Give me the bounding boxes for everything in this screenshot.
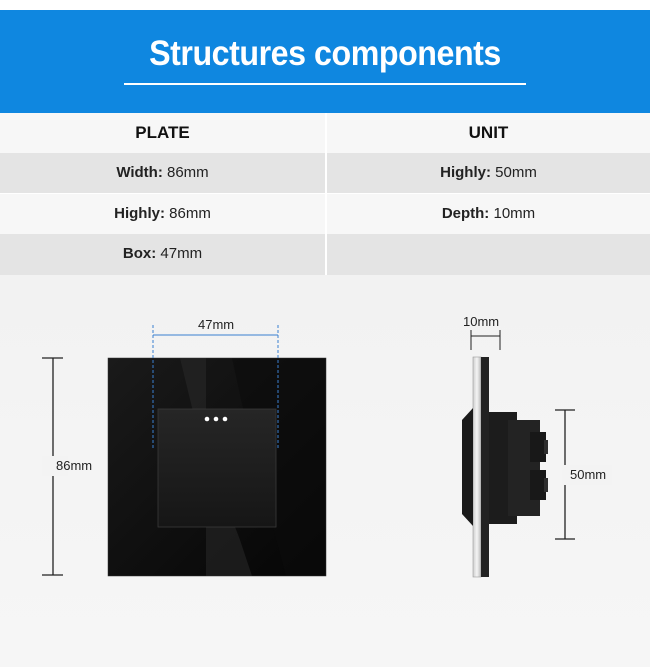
plate-width-cell: Width: 86mm [116,164,209,181]
unit-depth-label: 10mm [463,314,500,329]
plate-height-dimension [42,357,68,576]
plate-height-cell: Highly: 86mm [114,205,211,222]
unit-depth-cell: Depth: 10mm [441,205,536,222]
switch-key [157,408,277,528]
banner-title: Structures components [149,34,501,73]
indicator-dot-icon [204,416,210,422]
box-width-dimension [152,325,279,448]
box-width-label: 47mm [198,317,235,332]
unit-height-label: 50mm [570,467,607,482]
switch-side-view [462,330,548,578]
plate-box-cell: Box: 47mm [122,245,203,262]
header-banner: Structures components [0,10,650,113]
unit-height-cell: Highly: 50mm [440,164,537,181]
indicator-dot-icon [222,416,228,422]
plate-height-label: 86mm [56,458,93,473]
unit-height-dimension [555,409,612,540]
indicator-dot-icon [213,416,219,422]
column-header-unit: UNIT [468,123,509,142]
column-header-plate: PLATE [135,123,190,142]
column-divider [325,113,327,275]
spec-table: PLATE UNIT Width: 86mm Highly: 50mm High… [0,113,650,275]
banner-underline [124,83,526,85]
